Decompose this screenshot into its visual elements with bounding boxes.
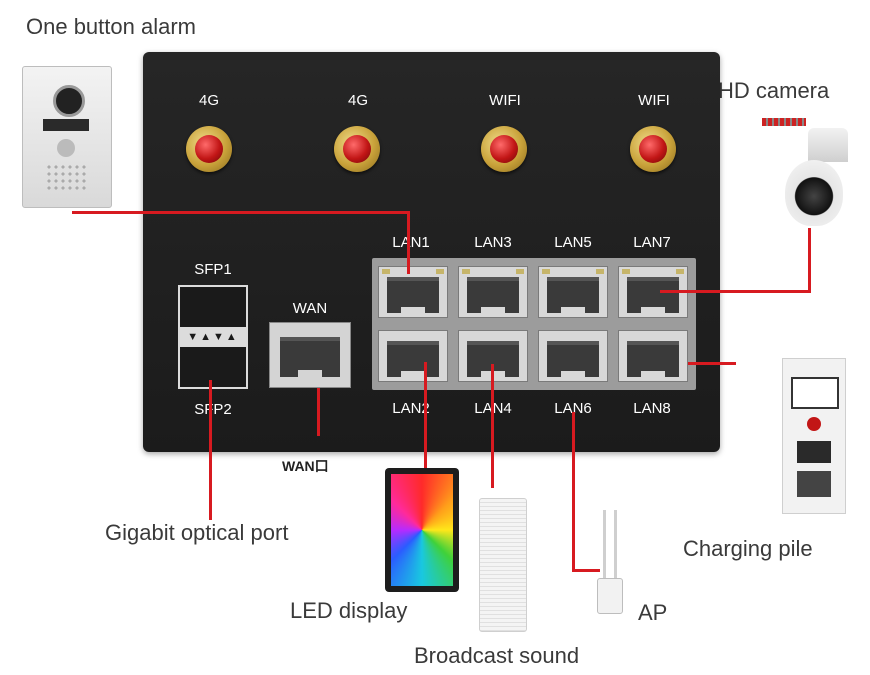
antenna-connector-icon xyxy=(481,126,527,172)
pile-panel xyxy=(797,441,831,463)
camera-brand-logo xyxy=(762,118,806,126)
camera-dome-image xyxy=(785,160,843,226)
link-led-display xyxy=(424,362,427,468)
link-alarm-horizontal xyxy=(72,211,409,214)
camera-mount-image xyxy=(808,128,848,162)
wan-label: WAN xyxy=(292,300,328,317)
antenna-connector-icon xyxy=(334,126,380,172)
link-ap-horizontal xyxy=(572,569,600,572)
link-optical-port xyxy=(209,380,212,520)
alarm-label: One button alarm xyxy=(26,14,196,39)
link-wan xyxy=(317,388,320,436)
led-display-label: LED display xyxy=(290,598,408,623)
alarm-device-image xyxy=(22,66,112,208)
lan-port xyxy=(378,330,448,382)
lan7-label: LAN7 xyxy=(633,234,671,251)
lan-port-block xyxy=(372,258,696,390)
lan-port xyxy=(378,266,448,318)
link-ap-vertical xyxy=(572,412,575,572)
link-alarm-vertical xyxy=(407,211,410,274)
antenna-label-2: 4G xyxy=(347,92,368,109)
link-camera-horizontal xyxy=(660,290,811,293)
lan-port xyxy=(618,330,688,382)
lan1-label: LAN1 xyxy=(392,234,430,251)
pile-socket-icon xyxy=(797,471,831,497)
led-screen xyxy=(391,474,453,586)
camera-label: HD camera xyxy=(718,78,830,103)
lan3-label: LAN3 xyxy=(474,234,512,251)
alarm-button-icon xyxy=(57,139,75,157)
alarm-screen xyxy=(43,119,89,131)
sfp-arrows-icon: ▼▲▼▲ xyxy=(180,327,246,347)
optical-port-label: Gigabit optical port xyxy=(105,520,289,545)
ap-antenna-left xyxy=(603,510,606,580)
link-charging-pile xyxy=(688,362,736,365)
ap-label: AP xyxy=(638,600,668,625)
speaker-grille-icon xyxy=(45,163,87,191)
lan8-label: LAN8 xyxy=(633,400,671,417)
lan5-label: LAN5 xyxy=(554,234,592,251)
antenna-connector-icon xyxy=(186,126,232,172)
antenna-label-4: WIFI xyxy=(638,92,670,109)
ap-antenna-right xyxy=(614,510,617,580)
lan-port xyxy=(458,266,528,318)
antenna-connector-icon xyxy=(630,126,676,172)
pile-screen xyxy=(791,377,839,409)
lan6-label: LAN6 xyxy=(554,400,592,417)
antenna-label-3: WIFI xyxy=(489,92,521,109)
sfp2-label: SFP2 xyxy=(194,401,232,418)
alarm-camera-lens-icon xyxy=(53,85,85,117)
pile-stop-button-icon xyxy=(807,417,821,431)
antenna-label-1: 4G xyxy=(198,92,219,109)
broadcast-speaker-image xyxy=(479,498,527,632)
lan2-label: LAN2 xyxy=(392,400,430,417)
router-panel xyxy=(143,52,720,452)
lan-port xyxy=(538,330,608,382)
link-broadcast-sound xyxy=(491,364,494,488)
lan-port xyxy=(618,266,688,318)
ap-device-image xyxy=(597,578,623,614)
link-camera-vertical xyxy=(808,228,811,292)
broadcast-sound-label: Broadcast sound xyxy=(414,643,580,668)
charging-pile-label: Charging pile xyxy=(683,536,813,561)
wan-port xyxy=(269,322,351,388)
sfp-port: ▼▲▼▲ xyxy=(178,285,248,389)
lan-port xyxy=(538,266,608,318)
led-display-image xyxy=(385,468,459,592)
charging-pile-image xyxy=(782,358,846,514)
wan-port-caption: WAN口 xyxy=(282,458,329,474)
sfp1-label: SFP1 xyxy=(194,261,232,278)
